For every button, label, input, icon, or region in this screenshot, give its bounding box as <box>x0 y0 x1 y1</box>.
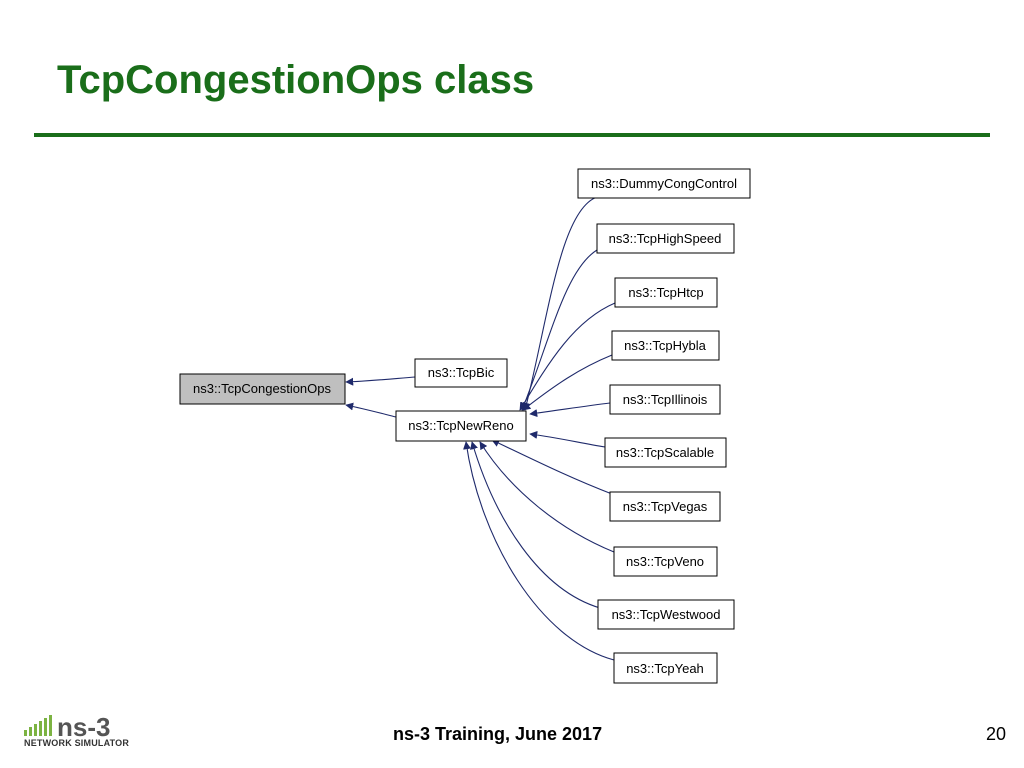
node-label: ns3::TcpHtcp <box>628 285 703 300</box>
node-label: ns3::DummyCongControl <box>591 176 737 191</box>
class-inheritance-diagram: ns3::TcpCongestionOps ns3::TcpBic ns3::T… <box>179 168 751 684</box>
edge-bic-to-base <box>345 376 416 386</box>
node-tcp-westwood[interactable]: ns3::TcpWestwood <box>597 599 735 630</box>
footer-text: ns-3 Training, June 2017 <box>393 724 603 744</box>
edge-htcp-to-newreno <box>519 302 616 411</box>
logo-subtitle: NETWORK SIMULATOR <box>24 738 130 748</box>
node-tcp-yeah[interactable]: ns3::TcpYeah <box>613 652 718 684</box>
node-label: ns3::TcpVegas <box>623 499 708 514</box>
edge-westwood-to-newreno <box>470 441 601 609</box>
node-label: ns3::TcpHybla <box>624 338 706 353</box>
node-tcp-congestion-ops[interactable]: ns3::TcpCongestionOps <box>179 373 346 405</box>
node-tcp-high-speed[interactable]: ns3::TcpHighSpeed <box>596 223 735 254</box>
edge-veno-to-newreno <box>479 441 615 553</box>
signal-bars-icon <box>24 715 52 736</box>
inheritance-edges <box>345 196 616 661</box>
edge-yeah-to-newreno <box>463 441 615 661</box>
node-label: ns3::TcpIllinois <box>623 392 708 407</box>
node-tcp-veno[interactable]: ns3::TcpVeno <box>613 546 718 577</box>
node-tcp-vegas[interactable]: ns3::TcpVegas <box>609 491 721 522</box>
node-tcp-new-reno[interactable]: ns3::TcpNewReno <box>395 410 527 442</box>
node-tcp-illinois[interactable]: ns3::TcpIllinois <box>609 384 721 415</box>
edge-dummy-to-newreno <box>522 196 598 411</box>
node-label: ns3::TcpNewReno <box>408 418 514 433</box>
node-label: ns3::TcpVeno <box>626 554 704 569</box>
ns3-logo: ns-3 <box>24 713 110 739</box>
edge-illinois-to-newreno <box>529 402 611 418</box>
page-number: 20 <box>986 724 1007 744</box>
edge-vegas-to-newreno <box>491 439 613 495</box>
node-label: ns3::TcpYeah <box>626 661 704 676</box>
node-dummy-cong-control[interactable]: ns3::DummyCongControl <box>577 168 751 199</box>
edge-newreno-to-base <box>345 402 397 418</box>
node-label: ns3::TcpCongestionOps <box>193 381 332 396</box>
slide-title: TcpCongestionOps class <box>57 58 535 102</box>
node-label: ns3::TcpScalable <box>616 445 714 460</box>
node-label: ns3::TcpWestwood <box>612 607 721 622</box>
node-label: ns3::TcpHighSpeed <box>609 231 722 246</box>
logo-wordmark: ns-3 <box>57 713 110 739</box>
node-tcp-bic[interactable]: ns3::TcpBic <box>414 358 508 388</box>
edge-scalable-to-newreno <box>529 430 606 448</box>
title-divider <box>34 133 990 137</box>
node-label: ns3::TcpBic <box>428 365 495 380</box>
node-tcp-htcp[interactable]: ns3::TcpHtcp <box>614 277 718 308</box>
edge-highspeed-to-newreno <box>520 249 598 411</box>
node-tcp-scalable[interactable]: ns3::TcpScalable <box>604 437 727 468</box>
node-tcp-hybla[interactable]: ns3::TcpHybla <box>611 330 720 361</box>
edge-hybla-to-newreno <box>522 354 613 411</box>
